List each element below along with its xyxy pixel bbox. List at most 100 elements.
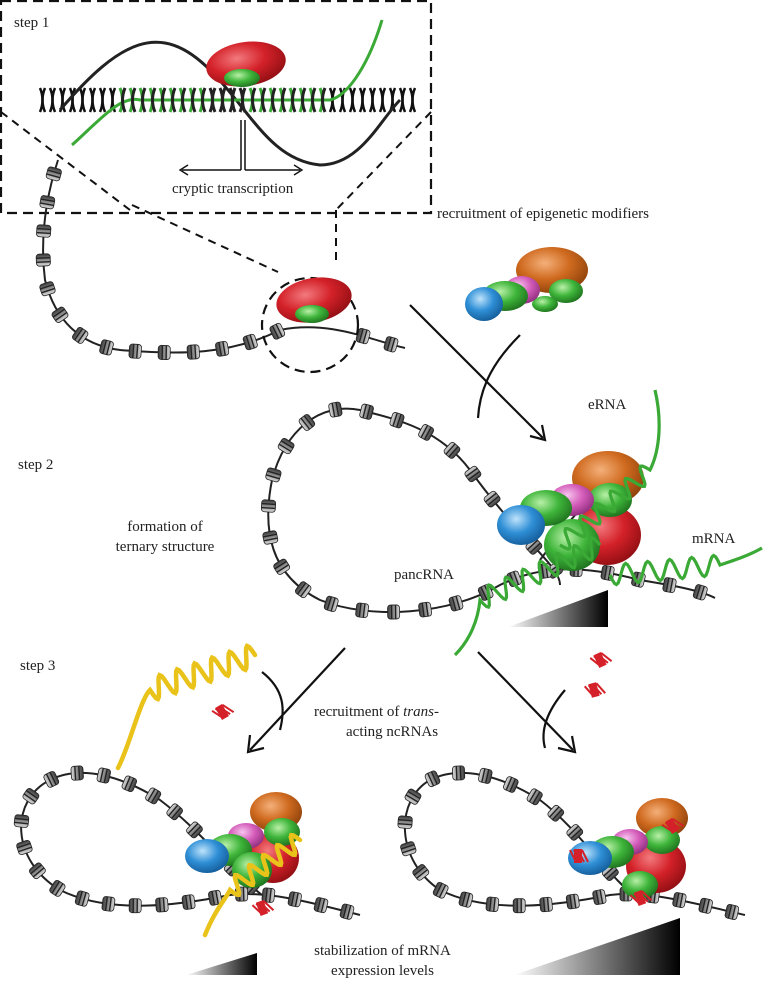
nucleosome	[44, 165, 63, 183]
nucleosome	[417, 601, 433, 619]
helix-turn-dark	[231, 87, 237, 113]
nucleosome	[13, 813, 30, 829]
helix-turn-dark	[221, 87, 227, 113]
step3-label: step 3	[20, 658, 56, 674]
nucleosome	[186, 343, 201, 361]
nucleosome	[697, 896, 714, 915]
nucleosome	[35, 252, 52, 268]
chromatin-fiber-step2	[267, 407, 716, 613]
nucleosome	[157, 344, 172, 361]
nucleosome	[416, 422, 436, 443]
nucleosome	[451, 765, 466, 781]
nucleosome	[386, 604, 401, 620]
helix-turn	[81, 87, 87, 113]
nucleosomes-step3-right	[396, 765, 741, 921]
formation-label-line2: ternary structure	[115, 539, 215, 555]
helix-turn-dark	[261, 87, 267, 113]
recruitment-epigenetic-label: recruitment of epigenetic modifiers	[437, 206, 649, 222]
nucleosome	[143, 786, 163, 806]
nucleosome	[50, 305, 70, 325]
nucleosome	[38, 194, 56, 211]
small-rna-helix-right-b	[583, 679, 607, 700]
template-strand-loop	[58, 40, 402, 167]
step1-polymerase-green	[295, 305, 329, 323]
nucleosome	[485, 896, 500, 913]
trans-acting-label-line2: acting ncRNAs	[346, 724, 439, 740]
polymerase-green	[224, 69, 260, 87]
helix-turn	[351, 87, 357, 113]
nucleosome	[260, 886, 276, 904]
trans-ncrna-yellow	[115, 643, 258, 771]
nucleosome	[671, 891, 688, 909]
curve-ncrna-joining-right	[542, 689, 566, 749]
bracket-arrowhead-right	[293, 164, 304, 176]
epigenetic-modifier-cluster	[465, 247, 588, 321]
nucleosome	[396, 815, 414, 830]
small-rna-helix-right-a	[588, 648, 614, 671]
helix-turn-dark	[171, 87, 177, 113]
step3l-green-top	[264, 818, 300, 846]
nucleosome	[525, 787, 545, 807]
nucleosomes-step2	[260, 400, 709, 620]
green-helix	[118, 87, 327, 113]
nucleosome	[565, 893, 581, 910]
nucleosome	[120, 774, 139, 794]
nucleosome	[312, 896, 330, 915]
stabilization-label-line2: expression levels	[331, 963, 434, 979]
nucleosome	[181, 893, 197, 911]
nucleosome	[264, 466, 283, 484]
helix-turn-dark	[301, 87, 307, 113]
nucleosome	[661, 576, 678, 594]
chromatin-fiber-step1	[42, 159, 406, 354]
nucleosome	[38, 280, 57, 298]
nucleosome	[268, 321, 287, 341]
step2-label: step 2	[18, 457, 54, 473]
step3-right-structure	[396, 765, 746, 975]
nucleosome	[47, 878, 67, 899]
helix-turn	[381, 87, 387, 113]
nucleosome	[691, 583, 709, 602]
nucleosome	[591, 888, 608, 906]
nucleosome	[463, 464, 483, 484]
helix-turn	[411, 87, 417, 113]
helix-turn-dark	[131, 87, 137, 113]
nucleosome	[128, 343, 143, 360]
helix-turn-dark	[291, 87, 297, 113]
inset-connector-right	[335, 111, 432, 211]
small-rna-helix-left	[210, 699, 236, 724]
nucleosomes-step3-left	[13, 765, 356, 921]
modifier-green-b	[532, 296, 558, 312]
arrowhead-step2-right	[557, 735, 577, 754]
helix-turn-dark	[281, 87, 287, 113]
trans-acting-label-line1: recruitment of trans-	[314, 703, 439, 722]
helix-turn	[111, 87, 117, 113]
nucleosome	[399, 840, 418, 858]
mrna-transcript	[608, 546, 763, 587]
nucleosome	[338, 902, 356, 921]
pancrna-label: pancRNA	[394, 567, 454, 583]
step1-polymerase-red	[276, 277, 352, 323]
chromatin-fiber-step3-left	[20, 771, 361, 916]
nucleosome	[73, 889, 91, 908]
erna-label: eRNA	[588, 397, 627, 413]
pancrna-transcript	[453, 536, 602, 657]
nucleosome	[447, 594, 465, 613]
nucleosome	[35, 223, 52, 239]
helix-turn-dark	[151, 87, 157, 113]
step1-inset	[0, 0, 433, 273]
arrow-step1-to-step2	[409, 304, 544, 439]
chromatin-fiber-step3-right	[403, 771, 746, 916]
nucleosome	[286, 890, 303, 909]
nucleosome	[382, 335, 400, 354]
trans-suffix: -	[433, 704, 439, 720]
nucleosome	[358, 402, 375, 421]
cryptic-transcript	[71, 19, 384, 147]
trans-ncrna-bound	[202, 832, 303, 938]
helix-turn-dark	[251, 87, 257, 113]
modifier-blue	[465, 287, 503, 321]
bracket-arrowhead-left	[178, 164, 189, 176]
nucleosome	[538, 896, 554, 913]
helix-turn	[91, 87, 97, 113]
helix-turn	[61, 87, 67, 113]
